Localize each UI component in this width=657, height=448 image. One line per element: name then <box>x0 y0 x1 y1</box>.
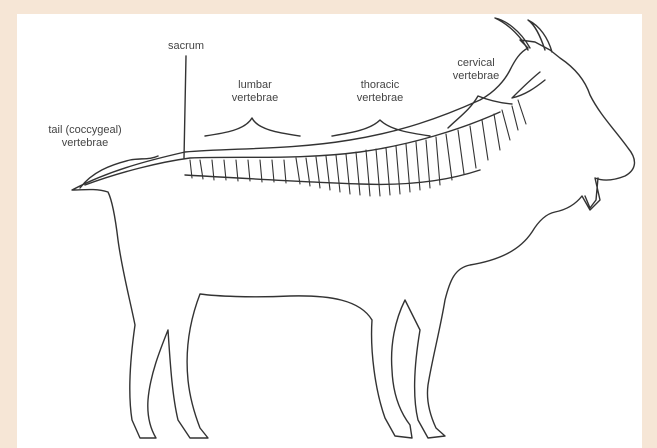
tail-label-line1: tail (coccygeal) <box>48 124 121 137</box>
ear <box>512 72 545 98</box>
lumbar-label: lumbar vertebrae <box>232 79 278 105</box>
horn <box>495 18 530 50</box>
sacrum-label: sacrum <box>168 40 204 53</box>
tail-label: tail (coccygeal) vertebrae <box>48 124 121 150</box>
tail-label-line2: vertebrae <box>48 137 121 150</box>
spine <box>85 112 500 185</box>
cervical-label: cervical vertebrae <box>453 57 499 83</box>
horn-2 <box>528 20 552 52</box>
sacrum-leader <box>184 56 186 158</box>
lumbar-label-line2: vertebrae <box>232 92 278 105</box>
goat-outline <box>72 40 634 438</box>
vertebrae-ridges <box>190 100 526 196</box>
lumbar-bracket <box>205 118 300 136</box>
thoracic-label: thoracic vertebrae <box>357 79 403 105</box>
cervical-label-line1: cervical <box>453 57 499 70</box>
thoracic-label-line2: vertebrae <box>357 92 403 105</box>
lumbar-label-line1: lumbar <box>232 79 278 92</box>
thoracic-label-line1: thoracic <box>357 79 403 92</box>
sacrum-label-text: sacrum <box>168 40 204 53</box>
cervical-label-line2: vertebrae <box>453 70 499 83</box>
spine-lower <box>185 170 480 184</box>
